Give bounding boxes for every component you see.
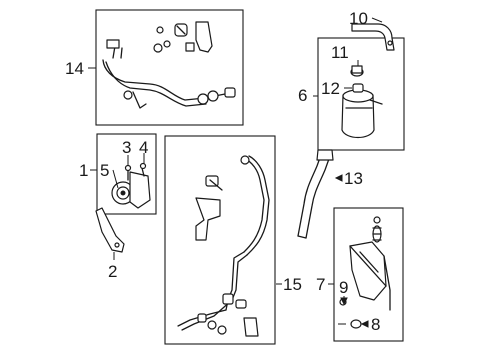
callout-4: 4 bbox=[139, 138, 148, 157]
callout-10: 10 bbox=[349, 9, 368, 28]
reservoir-bracket bbox=[351, 23, 395, 51]
callout-14: 14 bbox=[65, 59, 84, 78]
box-group-15 bbox=[164, 135, 276, 345]
callout-1: 1 bbox=[79, 161, 88, 180]
callout-3: 3 bbox=[122, 138, 131, 157]
return-line-assembly bbox=[177, 155, 270, 337]
arrowhead-13 bbox=[334, 174, 343, 182]
box-group-7 bbox=[333, 207, 404, 342]
callout-2: 2 bbox=[108, 262, 117, 281]
pump-bracket bbox=[95, 207, 125, 253]
arrowhead-9 bbox=[340, 297, 348, 306]
callout-9: 9 bbox=[339, 278, 348, 297]
box-group-14 bbox=[95, 9, 244, 126]
box-group-6 bbox=[317, 37, 405, 151]
callout-15: 15 bbox=[283, 275, 302, 294]
callout-8: 8 bbox=[371, 315, 380, 334]
callout-6: 6 bbox=[298, 86, 307, 105]
callout-12: 12 bbox=[321, 79, 340, 98]
callout-13: 13 bbox=[344, 169, 363, 188]
callout-5: 5 bbox=[100, 161, 109, 180]
callout-11: 11 bbox=[331, 43, 349, 62]
leader-lines bbox=[88, 17, 383, 325]
power-steering-reservoir bbox=[341, 65, 383, 139]
cooler-assembly bbox=[339, 216, 391, 329]
box-group-1 bbox=[96, 133, 157, 215]
pressure-line-assembly bbox=[102, 21, 236, 109]
arrowhead-8 bbox=[360, 320, 369, 328]
callout-7: 7 bbox=[316, 275, 325, 294]
return-hose bbox=[297, 149, 334, 239]
